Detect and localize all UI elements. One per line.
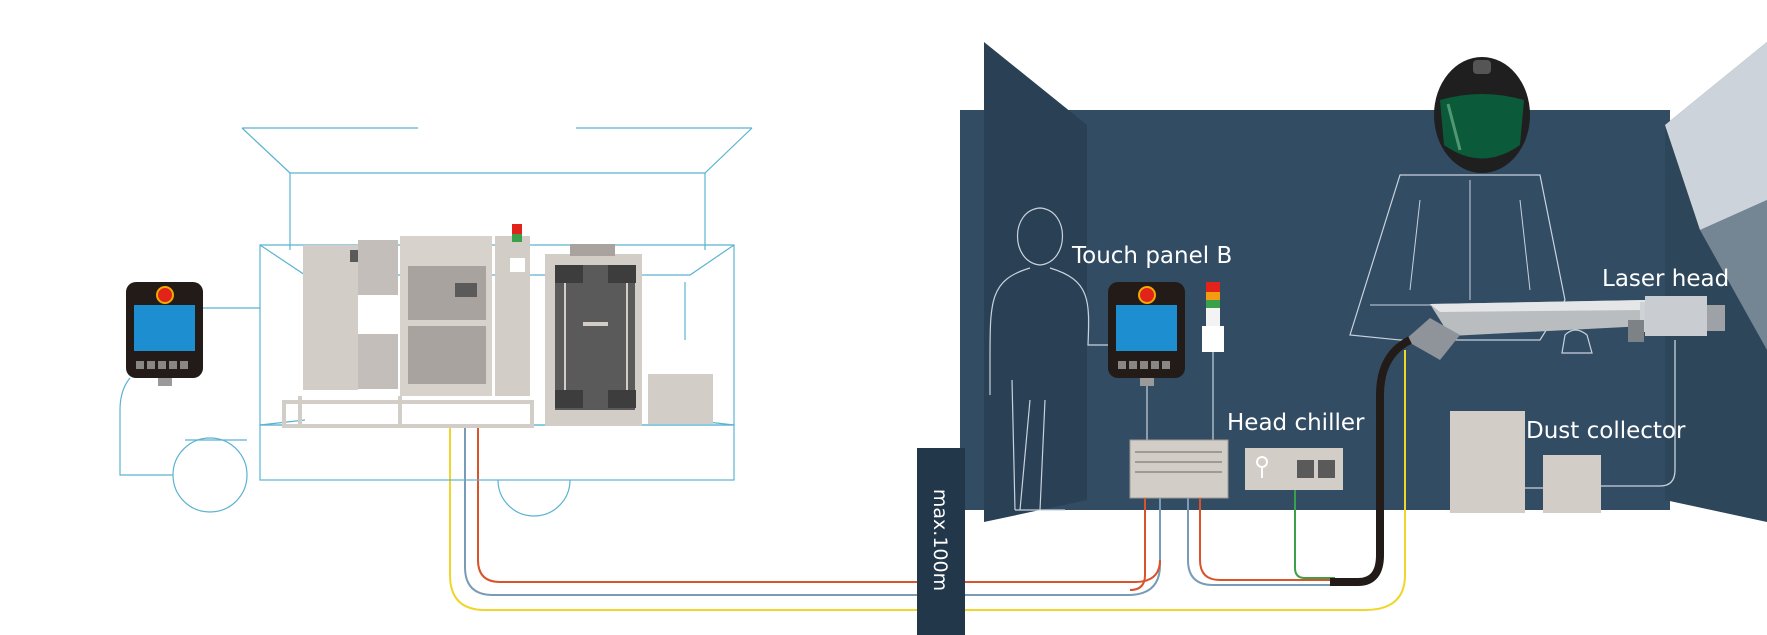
signal-tower-icon — [1202, 282, 1224, 440]
dust-collector-unit — [1450, 411, 1525, 513]
head-chiller-unit — [1245, 448, 1343, 490]
dust-collector-label: Dust collector — [1526, 418, 1686, 444]
cable-yellow — [449, 350, 1406, 611]
cable-blue-left — [464, 425, 1161, 596]
emergency-stop-icon — [156, 286, 174, 304]
laser-fiber-cable — [1330, 336, 1412, 586]
cable-red-left — [477, 425, 1161, 583]
welding-operator — [1349, 57, 1566, 341]
emergency-stop-icon — [1138, 286, 1156, 304]
distance-label: max.100m — [929, 489, 951, 591]
controller-unit — [1129, 439, 1229, 499]
touch-panel-icon — [1108, 282, 1185, 440]
cable-blue-right — [1187, 498, 1330, 586]
cable-green — [1294, 490, 1335, 579]
operator-outline-icon — [989, 207, 1108, 511]
laser-oscillator-machine — [282, 224, 713, 428]
laser-head-icon — [1405, 296, 1725, 360]
distance-banner — [917, 448, 965, 635]
head-chiller-label: Head chiller — [1227, 410, 1365, 436]
cable-red-right — [1199, 498, 1330, 581]
dust-collector-small-unit — [1543, 455, 1601, 513]
touch-panel-label: Touch panel B — [1071, 243, 1232, 269]
helmet-icon — [1434, 57, 1530, 173]
laser-head-label: Laser head — [1602, 266, 1729, 292]
touch-panel-icon — [126, 282, 203, 386]
